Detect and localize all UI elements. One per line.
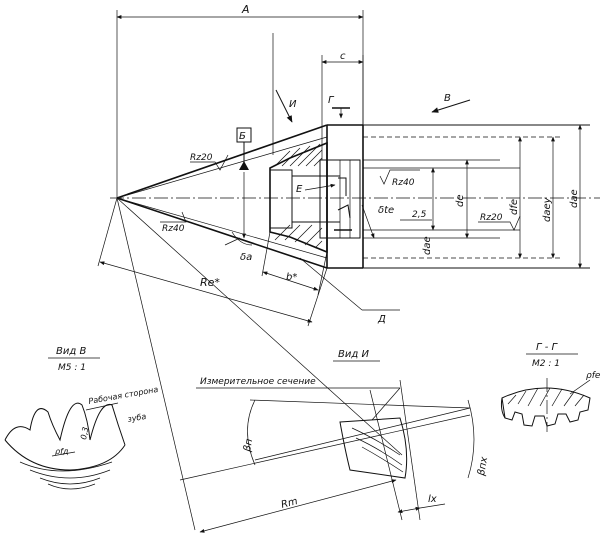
- main-view: A c Г B И Б: [97, 3, 600, 531]
- Rm-label: Rm: [280, 496, 299, 511]
- section-gg-scale: М2 : 1: [532, 359, 560, 369]
- d-ae-label: dae: [422, 236, 433, 255]
- rho-fe-label: ρfe: [586, 371, 601, 381]
- section-gg-hatch: [507, 387, 585, 407]
- b-dimension: [262, 271, 319, 291]
- view-I-label: И: [289, 99, 297, 110]
- rz40-left-label: Rz40: [162, 224, 185, 234]
- view-b-scale: М5 : 1: [58, 363, 86, 373]
- rz20-right-label: Rz20: [480, 213, 503, 223]
- beta-n-label: βп: [242, 437, 255, 453]
- section-hatching: [274, 143, 323, 249]
- section-gg: Г - Г М2 : 1 ρfe: [500, 342, 601, 432]
- dim-A-label: A: [241, 3, 250, 16]
- section-gg-title: Г - Г: [536, 342, 559, 353]
- Rm-dimension: [199, 479, 397, 533]
- dim-c-label: c: [340, 51, 346, 62]
- b-star-label: b*: [286, 272, 297, 283]
- datum-B-label: Б: [239, 131, 246, 142]
- datum-triangle: [239, 161, 249, 170]
- section-gg-profile: [501, 387, 591, 427]
- diameter-dimensions: dae de dfe daey dae: [422, 124, 582, 269]
- d-fe-label: dfe: [509, 199, 520, 215]
- view-b: Вид В М5 : 1 Рабочая сторона зуба 0,3 ρf…: [4, 346, 159, 490]
- d-e-label: de: [455, 195, 466, 208]
- measuring-section-label: Измерительное сечение: [200, 377, 316, 387]
- view-b-working-side-2: зуба: [127, 412, 147, 424]
- view-i: Вид И Измерительное сечение βп βпх Rm lx: [179, 349, 490, 533]
- rz40-bore-label: Rz40: [392, 178, 415, 188]
- view-I-arrow: [275, 89, 293, 123]
- delta-a-label: δa: [240, 252, 252, 263]
- view-B-arrow: [431, 99, 471, 113]
- view-b-working-side-1: Рабочая сторона: [88, 385, 159, 406]
- section-G-mark: Г: [328, 95, 335, 106]
- rz20-left-label: Rz20: [190, 153, 213, 163]
- beta-nx-label: βпх: [476, 456, 490, 478]
- view-b-dim-0-3: 0,3: [79, 426, 90, 440]
- dim-2-5-label: 2,5: [412, 210, 427, 220]
- Re-dimension: [99, 261, 313, 323]
- delta-te-label: δte: [378, 205, 394, 216]
- view-B-label: B: [444, 93, 451, 104]
- d-aey-label: daey: [542, 196, 553, 222]
- point-E-label: E: [296, 184, 303, 195]
- view-b-rho-fd: ρfд: [55, 447, 69, 456]
- d-ae-outer-label: dae: [569, 189, 580, 208]
- lx-label: lx: [428, 494, 437, 505]
- view-b-title: Вид В: [56, 346, 86, 357]
- view-b-teeth: [4, 402, 126, 446]
- gear-body: [269, 141, 328, 254]
- point-D-label: Д: [377, 314, 386, 325]
- view-i-tooth: [339, 417, 408, 479]
- view-i-title: Вид И: [338, 349, 369, 360]
